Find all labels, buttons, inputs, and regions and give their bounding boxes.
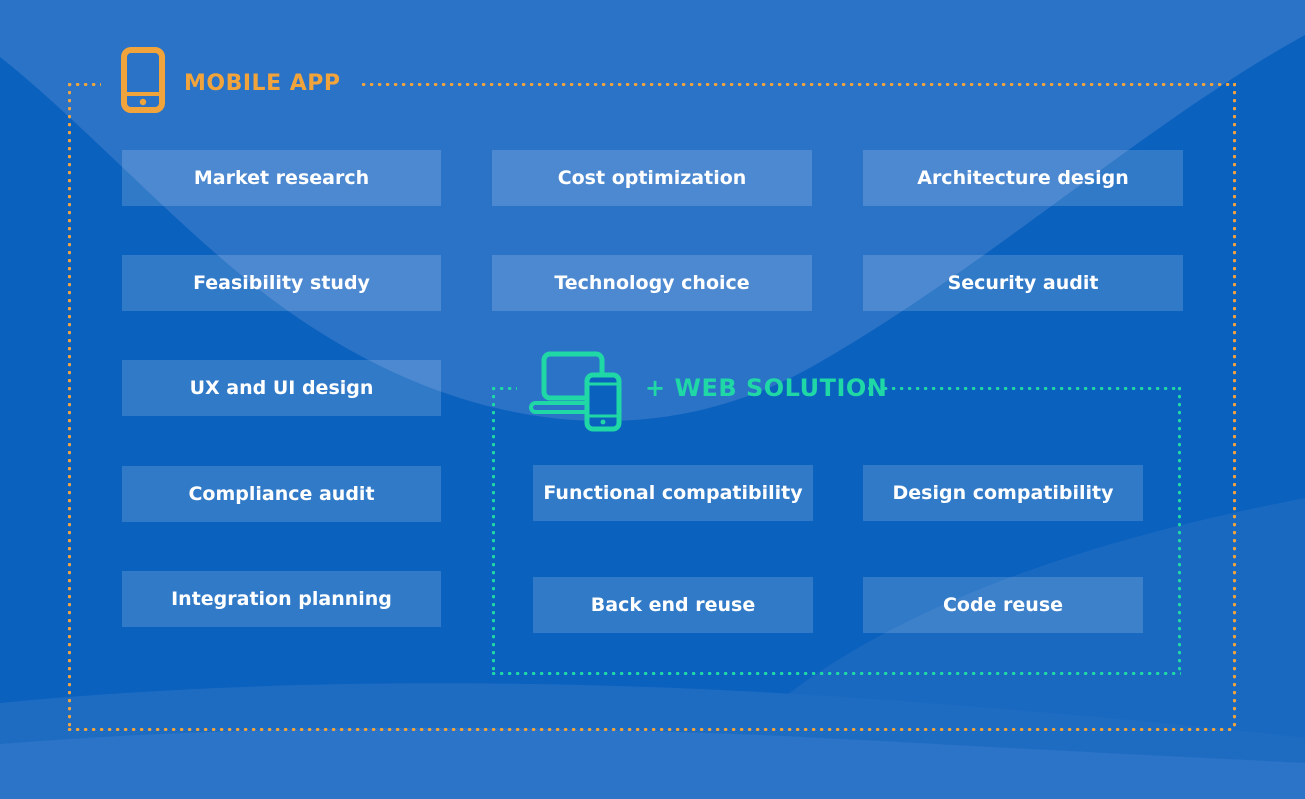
laptop-and-phone-icon [529,351,622,432]
smartphone-icon [121,47,165,113]
task-box-security-audit: Security audit [863,255,1183,311]
task-box-technology-choice: Technology choice [492,255,812,311]
mobile-app-title: MOBILE APP [184,71,341,96]
task-box-compliance-audit: Compliance audit [122,466,441,522]
mobile-frame-right-edge [1233,83,1236,731]
web-frame-bottom-edge [492,672,1181,675]
task-box-architecture-design: Architecture design [863,150,1183,206]
web-solution-title: + WEB SOLUTION [645,374,888,402]
web-frame-top-left-segment [492,387,517,390]
task-box-market-research: Market research [122,150,441,206]
mobile-frame-bottom-edge [68,728,1236,731]
task-box-functional-compatibility: Functional compatibility [533,465,813,521]
task-box-cost-optimization: Cost optimization [492,150,812,206]
mobile-frame-top-left-segment [68,83,101,86]
web-frame-left-edge [492,387,495,675]
task-box-back-end-reuse: Back end reuse [533,577,813,633]
mobile-frame-left-edge [68,83,71,731]
task-box-design-compatibility: Design compatibility [863,465,1143,521]
web-frame-right-edge [1178,387,1181,675]
web-frame-top-right-segment [868,387,1181,390]
task-box-feasibility-study: Feasibility study [122,255,441,311]
task-box-ux-ui-design: UX and UI design [122,360,441,416]
mobile-frame-top-right-segment [362,83,1236,86]
task-box-integration-planning: Integration planning [122,571,441,627]
task-box-code-reuse: Code reuse [863,577,1143,633]
